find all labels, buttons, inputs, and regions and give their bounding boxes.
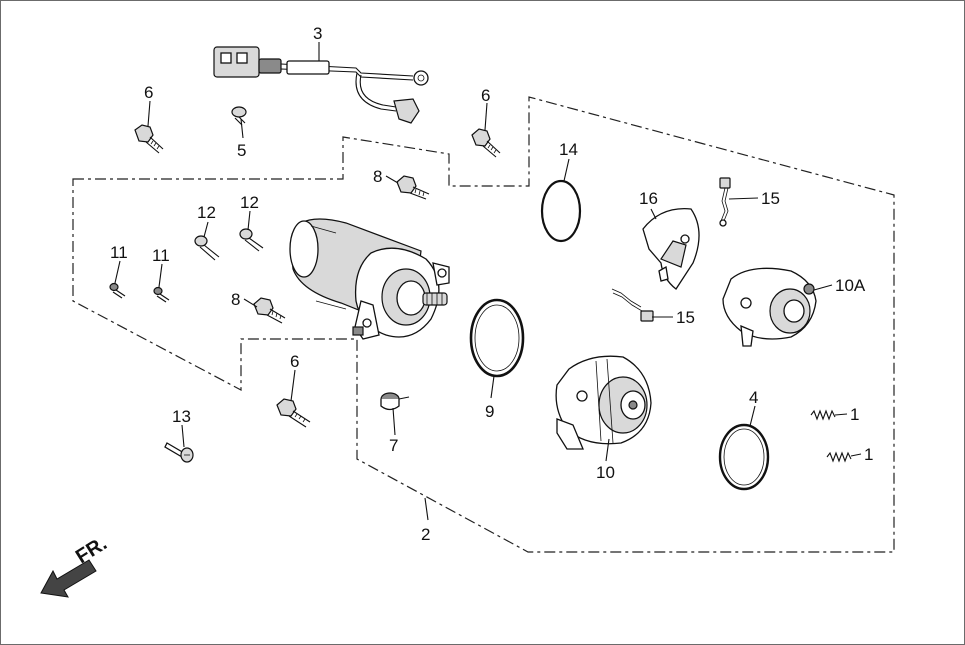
starter-motor <box>289 218 450 340</box>
screw-13 <box>164 442 194 463</box>
callout-11b: 11 <box>152 246 170 265</box>
callout-3: 3 <box>313 24 322 43</box>
end-cover-10a <box>722 267 817 347</box>
callout-16: 16 <box>639 189 658 208</box>
screw-12b <box>239 228 264 252</box>
flange-bolt-6b <box>471 128 501 158</box>
brush-15a <box>719 177 731 227</box>
callout-8a: 8 <box>373 167 382 186</box>
screw-11a <box>109 282 126 299</box>
callout-12a: 12 <box>197 203 216 222</box>
screw-11b <box>153 286 170 303</box>
callout-11a: 11 <box>110 243 128 262</box>
leader-lines <box>114 42 862 521</box>
callout-10: 10 <box>596 463 615 482</box>
callout-6a: 6 <box>144 83 153 102</box>
callout-12b: 12 <box>240 193 259 212</box>
brush-15b <box>611 288 654 322</box>
callout-8b: 8 <box>231 290 240 309</box>
callout-9: 9 <box>485 402 494 421</box>
nut-7 <box>380 392 410 411</box>
callout-7: 7 <box>389 436 398 455</box>
screw-12a <box>194 235 220 261</box>
flange-bolt-8a <box>396 175 430 200</box>
flange-bolt-6c <box>276 398 311 428</box>
brush-plate-16 <box>642 208 700 290</box>
end-cover-10 <box>555 355 652 450</box>
callout-15b: 15 <box>676 308 695 327</box>
callout-1b: 1 <box>864 445 873 464</box>
o-ring-9 <box>469 298 525 378</box>
callout-4: 4 <box>749 388 758 407</box>
flange-bolt-6a <box>134 124 164 154</box>
wire-harness-part <box>213 46 429 124</box>
callout-1a: 1 <box>850 405 859 424</box>
callout-10a: 10A <box>835 276 866 295</box>
o-ring-4 <box>718 423 770 491</box>
screw-5 <box>231 106 247 126</box>
spring-1a <box>810 409 836 421</box>
front-direction-arrow-icon <box>40 559 97 598</box>
o-ring-14 <box>540 179 582 243</box>
callout-5: 5 <box>237 141 246 160</box>
callout-6c: 6 <box>290 352 299 371</box>
spring-1b <box>826 451 852 463</box>
flange-bolt-8b <box>253 297 286 324</box>
callout-6b: 6 <box>481 86 490 105</box>
callout-14: 14 <box>559 140 578 159</box>
callout-15a: 15 <box>761 189 780 208</box>
front-direction-label: FR. <box>72 533 111 569</box>
callout-13: 13 <box>172 407 191 426</box>
assembly-outline <box>72 96 895 553</box>
callout-2: 2 <box>421 525 430 544</box>
